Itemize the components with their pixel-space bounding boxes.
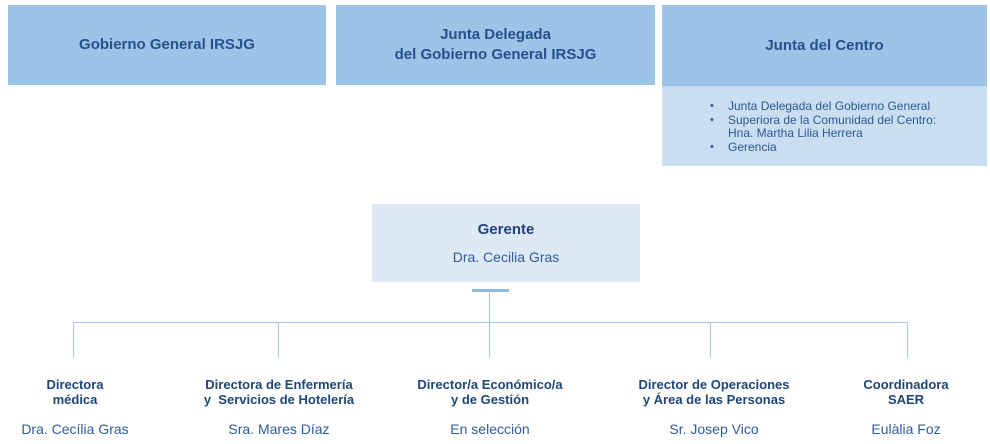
connector-drop-2: [278, 322, 279, 358]
position-director-economico-gestion: Director/a Económico/a y de Gestión En s…: [405, 377, 575, 437]
top-box-junta-del-centro: Junta del Centro: [662, 5, 987, 86]
gerente-title: Gerente: [477, 221, 535, 238]
position-coordinadora-saer: Coordinadora SAER Eulàlia Foz: [836, 377, 976, 437]
connector-vertical-center: [489, 292, 490, 358]
list-item: • Junta Delegada del Gobierno General: [710, 99, 981, 114]
gerente-box: Gerente Dra. Cecilia Gras: [372, 204, 640, 282]
top-box-gobierno-general-irsjg: Gobierno General IRSJG: [8, 5, 326, 85]
position-title: Director de Operaciones y Área de las Pe…: [638, 377, 790, 407]
position-directora-medica: Directora médica Dra. Cecília Gras: [5, 377, 145, 437]
position-title: Director/a Económico/a y de Gestión: [417, 377, 563, 407]
position-title: Directora médica: [46, 377, 104, 407]
gerente-name: Dra. Cecilia Gras: [452, 249, 560, 265]
connector-drop-1: [73, 322, 74, 358]
position-directora-enfermeria-hoteleria: Directora de Enfermería y Servicios de H…: [194, 377, 364, 437]
bullet-icon: •: [710, 100, 714, 112]
list-item: • Superiora de la Comunidad del Centro: …: [710, 112, 981, 141]
bullet-icon: •: [710, 140, 714, 153]
top-box-junta-delegada: Junta Delegada del Gobierno General IRSJ…: [336, 5, 655, 85]
position-name: Dra. Cecília Gras: [21, 421, 129, 437]
member-text: Junta Delegada del Gobierno General: [728, 99, 931, 113]
position-director-operaciones-personas: Director de Operaciones y Área de las Pe…: [628, 377, 800, 437]
connector-drop-5: [907, 322, 908, 358]
top-box-label: Junta del Centro: [765, 36, 884, 54]
position-name: Sra. Mares Díaz: [228, 421, 330, 437]
list-item: • Gerencia: [710, 139, 981, 155]
position-name: Sr. Josep Vico: [669, 421, 759, 437]
position-name: En selección: [450, 421, 530, 437]
member-list: • Junta Delegada del Gobierno General • …: [710, 99, 981, 155]
connector-horizontal: [73, 322, 908, 323]
bullet-icon: •: [710, 113, 714, 126]
top-box-label: Junta Delegada del Gobierno General IRSJ…: [394, 26, 597, 63]
connector-drop-4: [710, 322, 711, 358]
top-box-label: Gobierno General IRSJG: [79, 36, 255, 54]
position-title: Directora de Enfermería y Servicios de H…: [203, 377, 355, 407]
connector-top-bar: [472, 289, 509, 292]
position-title: Coordinadora SAER: [863, 377, 949, 407]
member-text: Superiora de la Comunidad del Centro: Hn…: [728, 112, 937, 140]
position-name: Eulàlia Foz: [871, 421, 941, 437]
member-text: Gerencia: [728, 139, 777, 154]
junta-del-centro-members-panel: • Junta Delegada del Gobierno General • …: [662, 86, 987, 166]
